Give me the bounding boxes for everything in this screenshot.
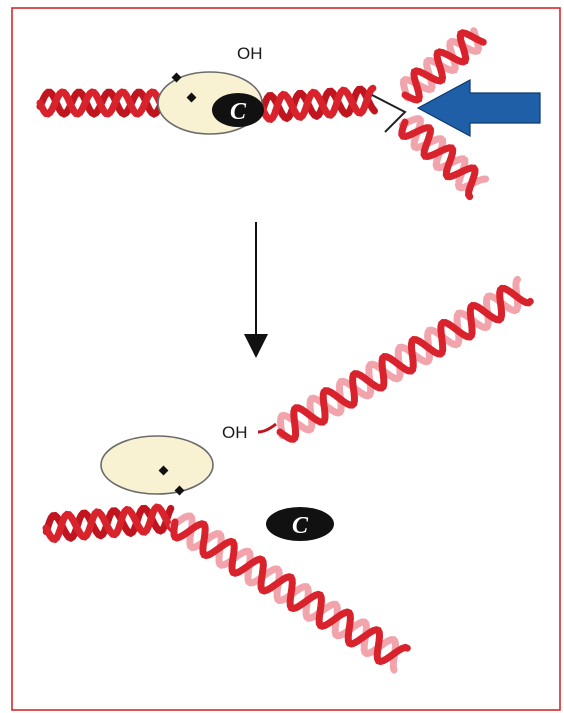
bottom-c-label: C <box>292 513 309 539</box>
top-c-label: C <box>230 99 247 125</box>
bottom-oh-label: OH <box>222 423 248 442</box>
bottom-protein-ellipse <box>101 436 213 494</box>
top-oh-label: OH <box>237 44 263 63</box>
top-left-duplex <box>40 92 160 114</box>
